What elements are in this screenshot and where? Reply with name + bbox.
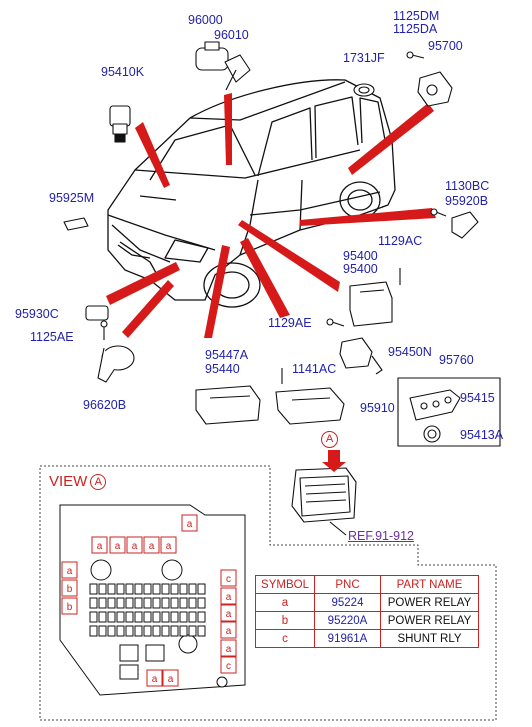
part-sketches: [63, 41, 501, 536]
part-label-95400-a: 95400: [343, 249, 378, 263]
detail-frame: [39, 465, 497, 721]
legend-part-name: SHUNT RLY: [380, 629, 479, 648]
part-label-96620B: 96620B: [83, 398, 127, 412]
fuse-box-plan: [59, 504, 246, 696]
legend-symbol: c: [255, 629, 315, 648]
part-label-1731JF: 1731JF: [343, 51, 385, 65]
legend-symbol: b: [255, 611, 315, 630]
legend-part-name: POWER RELAY: [380, 593, 479, 612]
red-leaders: [106, 93, 436, 338]
part-label-95400-b: 95400: [343, 262, 378, 276]
module-95400: [349, 281, 393, 327]
part-label-1129AE: 1129AE: [268, 316, 312, 330]
legend-pnc: 95220A: [314, 611, 381, 630]
part-label-95440: 95440: [205, 362, 240, 376]
part-label-95920B: 95920B: [445, 194, 489, 208]
part-label-1125DM: 1125DM: [393, 9, 440, 23]
detail-arrow: [322, 450, 346, 472]
part-label-95413A: 95413A: [460, 428, 504, 442]
view-marker: A: [90, 474, 107, 491]
part-label-96010: 96010: [214, 28, 249, 42]
detail-marker-a: A: [321, 431, 338, 448]
relay-slot-letter: a: [168, 674, 174, 685]
relay-slot-letter: a: [132, 541, 138, 552]
part-label-95410K: 95410K: [101, 65, 145, 79]
part-label-95450N: 95450N: [388, 345, 432, 359]
part-label-1130BC: 1130BC: [445, 179, 490, 193]
relay-slots: [61, 514, 237, 687]
part-label-1125AE: 1125AE: [30, 330, 74, 344]
relay-slot-letter: a: [187, 519, 193, 530]
key-plug: [224, 54, 251, 83]
relay-slot-letter: a: [67, 566, 73, 577]
legend-part-name: POWER RELAY: [380, 611, 479, 630]
part-label-95447A: 95447A: [205, 348, 249, 362]
relay-legend-table: SYMBOL PNC PART NAME a 95224 POWER RELAY…: [255, 575, 479, 648]
part-label-1125DA: 1125DA: [393, 22, 438, 36]
relay-slot-letters: a a a a a a a b b c a a a a c a a: [67, 519, 232, 685]
part-label-95930C: 95930C: [15, 307, 59, 321]
legend-header-symbol: SYMBOL: [255, 575, 315, 594]
relay-slot-letter: a: [226, 609, 232, 620]
part-label-95700: 95700: [428, 39, 463, 53]
relay-slot-letter: a: [226, 626, 232, 637]
relay-slot-letter: b: [67, 584, 73, 595]
part-label-1141AC: 1141AC: [292, 362, 337, 376]
part-label-1129AC: 1129AC: [378, 234, 423, 248]
part-label-95910: 95910: [360, 401, 395, 415]
legend-pnc: 91961A: [314, 629, 381, 648]
table-row: c 91961A SHUNT RLY: [255, 629, 479, 648]
view-title-text: VIEW: [49, 473, 88, 490]
relay-slot-letter: a: [149, 541, 155, 552]
relay-slot-letter: a: [115, 541, 121, 552]
part-label-95925M: 95925M: [49, 191, 95, 205]
part-label-96000: 96000: [188, 13, 223, 27]
legend-pnc: 95224: [314, 593, 381, 612]
relay-slot-letter: c: [226, 574, 231, 585]
table-row: b 95220A POWER RELAY: [255, 611, 479, 630]
part-label-95760: 95760: [439, 353, 474, 367]
legend-symbol: a: [255, 593, 315, 612]
relay-slot-letter: b: [67, 602, 73, 613]
relay-slot-letter: a: [226, 644, 232, 655]
relay-slot-letter: c: [226, 661, 231, 672]
legend-header-row: SYMBOL PNC PART NAME: [255, 575, 479, 594]
relay-slot-letter: a: [166, 541, 172, 552]
fuse-grid: [89, 583, 206, 680]
part-label-95415: 95415: [460, 391, 495, 405]
legend-header-part-name: PART NAME: [380, 575, 479, 594]
ref-link[interactable]: REF.91-912: [348, 529, 415, 543]
table-row: a 95224 POWER RELAY: [255, 593, 479, 612]
relay-slot-letter: a: [97, 541, 103, 552]
legend-header-pnc: PNC: [314, 575, 381, 594]
relay-slot-letter: a: [226, 592, 232, 603]
relay-slot-letter: a: [152, 674, 158, 685]
antenna-module: [195, 47, 229, 71]
